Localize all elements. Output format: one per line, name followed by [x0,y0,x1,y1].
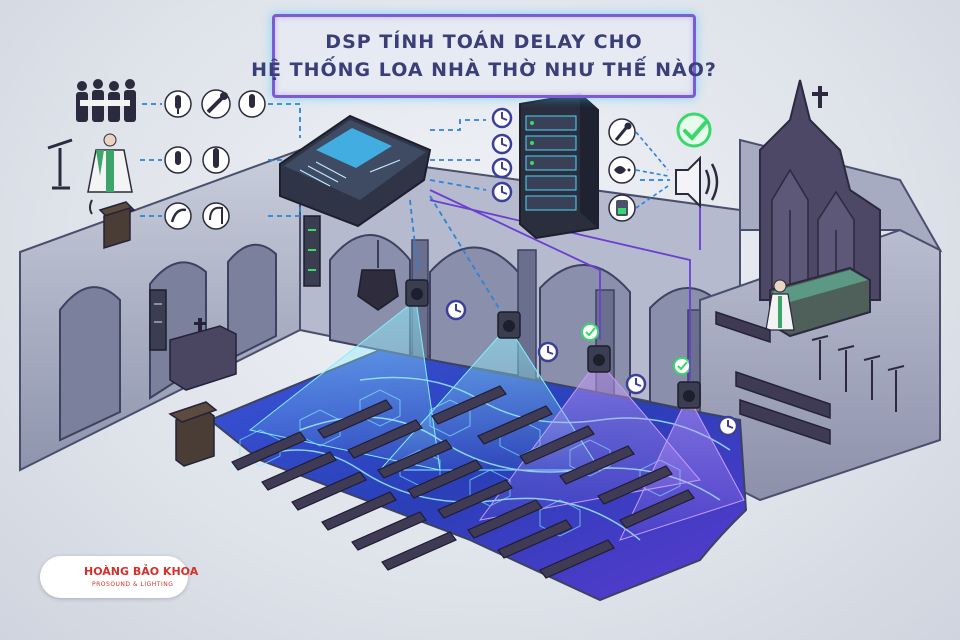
cross-icon [812,86,828,108]
speaker-coverage-beam [248,299,441,471]
microphone-icon [202,146,230,174]
column-speaker [303,215,321,287]
delay-speaker-2 [497,311,521,339]
voice-signal-icon [608,156,636,184]
speaker-coverage-beam [619,394,745,541]
title-line-2: HỆ THỐNG LOA NHÀ THỜ NHƯ THẾ NÀO? [251,59,717,81]
side-altar [169,318,237,391]
dsp-rack-icon [519,92,599,240]
brand-logo: HOÀNG BẢO KHOA PROSOUND & LIGHTING [40,556,198,598]
clock-icon [491,133,513,155]
chancel-pews [715,310,831,446]
microphone-icon [164,90,192,118]
lectern-icon [47,138,73,190]
level-meter-icon [608,194,636,222]
microphone-icon [201,89,231,119]
microphone-icon [164,202,192,230]
clock-icon [537,341,559,363]
microphone-icon [238,90,266,118]
clock-icon [491,107,513,129]
headset-mic-icon [202,202,230,230]
clock-icon [491,157,513,179]
podium-icon [89,199,136,250]
logo-tagline: PROSOUND & LIGHTING [92,581,174,588]
priest-icon [87,133,133,193]
priest-figure [765,279,795,331]
signal-lines [140,103,670,311]
wall-arch [59,286,121,442]
logo-name: HOÀNG BẢO KHOA [84,565,199,578]
speaker-icon [675,155,719,209]
mixer-console-icon [279,114,432,228]
clock-icon [445,299,467,321]
wall-arch [227,243,277,362]
title-banner: DSP TÍNH TOÁN DELAY CHO HỆ THỐNG LOA NHÀ… [251,14,716,98]
gothic-altar-screen [759,79,881,301]
microphone-icon [608,118,636,146]
title-line-1: DSP TÍNH TOÁN DELAY CHO [325,31,643,53]
front-podium [168,401,218,467]
speaker-feed-lines [429,189,701,380]
clock-icon [491,181,513,203]
checkmark-icon [581,323,599,341]
delay-speaker-4 [677,381,701,409]
hanging-subwoofer [357,240,399,311]
clock-icon [717,415,739,437]
nave-pews [231,385,695,579]
delay-speaker-3 [587,345,611,373]
checkmark-icon [673,357,691,375]
choir-icon [76,79,136,122]
column-speaker [149,289,167,351]
delay-speaker-1 [405,279,429,307]
checkmark-icon [676,112,712,148]
mic-stands [811,335,905,412]
clock-icon [625,373,647,395]
microphone-icon [164,146,192,174]
